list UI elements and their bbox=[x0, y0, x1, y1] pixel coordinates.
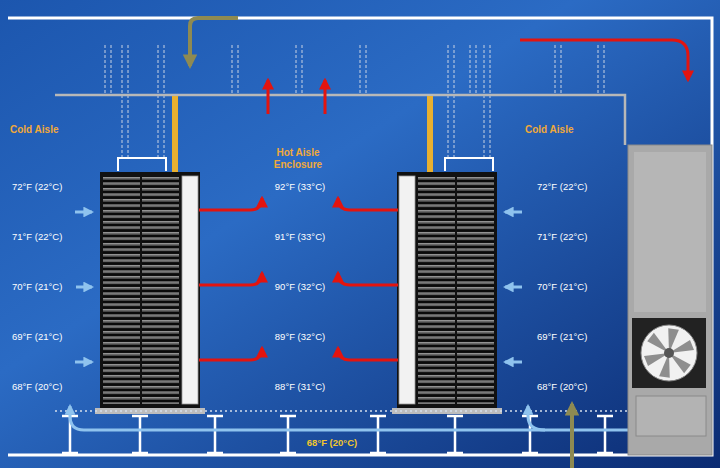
cold-air-arrow bbox=[505, 286, 522, 289]
aisle-label: Cold Aisle bbox=[10, 124, 59, 136]
hot-air-arrow bbox=[199, 198, 262, 210]
temperature-reading: 91°F (33°C) bbox=[275, 232, 325, 243]
cold-air-arrow bbox=[75, 361, 92, 364]
rack-servers bbox=[418, 176, 455, 404]
rack-rear-panel bbox=[182, 176, 198, 404]
hot-air-arrow bbox=[338, 348, 398, 360]
temperature-reading: 71°F (22°C) bbox=[12, 232, 62, 243]
floor-pedestal bbox=[280, 416, 296, 453]
cooling-unit-panel bbox=[634, 152, 706, 312]
cooling-unit-outlet bbox=[636, 396, 706, 436]
hot-air-arrow bbox=[267, 80, 270, 114]
temperature-reading: 70°F (21°C) bbox=[12, 282, 62, 293]
temperature-reading: 69°F (21°C) bbox=[537, 332, 587, 343]
temperature-reading: 92°F (33°C) bbox=[275, 182, 325, 193]
floor-pedestal bbox=[447, 416, 463, 453]
floor-temperature: 68°F (20°C) bbox=[307, 438, 357, 449]
cold-air-flow bbox=[70, 406, 640, 430]
cooling-unit bbox=[628, 145, 712, 455]
cold-air-arrow bbox=[505, 361, 522, 364]
aisle-label: Cold Aisle bbox=[525, 124, 574, 136]
raised-floor bbox=[55, 410, 628, 412]
hot-air-arrow bbox=[338, 198, 398, 210]
hot-air-arrows bbox=[199, 40, 688, 360]
hot-air-arrow bbox=[199, 348, 262, 360]
temperature-reading: 68°F (20°C) bbox=[12, 382, 62, 393]
floor-pedestal bbox=[207, 416, 223, 453]
drop-ceiling bbox=[55, 95, 625, 145]
floor-pedestal bbox=[597, 416, 613, 453]
floor-pedestal bbox=[370, 416, 386, 453]
rack-servers bbox=[457, 176, 494, 404]
chimney-duct bbox=[427, 96, 433, 172]
pointer-arrow bbox=[190, 18, 238, 66]
cold-air-arrow bbox=[505, 211, 522, 214]
chimney-duct bbox=[172, 96, 178, 172]
fan-blades bbox=[644, 325, 694, 381]
server-rack bbox=[397, 172, 497, 410]
cold-air-arrow bbox=[75, 211, 92, 214]
temperature-reading: 70°F (21°C) bbox=[537, 282, 587, 293]
hot-air-arrow bbox=[338, 273, 398, 285]
rack-servers bbox=[142, 176, 179, 404]
temperature-reading: 72°F (22°C) bbox=[537, 182, 587, 193]
temperature-reading: 68°F (20°C) bbox=[537, 382, 587, 393]
hot-air-arrow bbox=[324, 80, 327, 114]
rack-bracket bbox=[118, 158, 166, 171]
temperature-reading: 88°F (31°C) bbox=[275, 382, 325, 393]
aisle-label: Hot Aisle Enclosure bbox=[256, 147, 340, 170]
rack-bracket bbox=[445, 158, 493, 171]
pointer-arrow bbox=[570, 404, 574, 468]
cold-air-flow bbox=[528, 406, 545, 430]
temperature-reading: 72°F (22°C) bbox=[12, 182, 62, 193]
floor-pedestal bbox=[132, 416, 148, 453]
server-rack bbox=[100, 172, 200, 410]
temperature-reading: 89°F (32°C) bbox=[275, 332, 325, 343]
hot-air-arrow bbox=[199, 273, 262, 285]
fan-ring bbox=[641, 325, 697, 381]
ceiling-tile-lines bbox=[105, 45, 604, 95]
return-air-arrow bbox=[520, 40, 688, 80]
room-frame bbox=[8, 18, 712, 455]
temperature-reading: 90°F (32°C) bbox=[275, 282, 325, 293]
temperature-reading: 71°F (22°C) bbox=[537, 232, 587, 243]
cold-air-arrows bbox=[75, 212, 522, 362]
cold-air-arrow bbox=[76, 286, 92, 289]
rack-rear-panel bbox=[399, 176, 415, 404]
ceiling-tiles bbox=[105, 45, 604, 158]
rack-servers bbox=[103, 176, 140, 404]
fan-hub bbox=[664, 348, 674, 358]
temperature-reading: 69°F (21°C) bbox=[12, 332, 62, 343]
fan-housing bbox=[632, 318, 706, 388]
